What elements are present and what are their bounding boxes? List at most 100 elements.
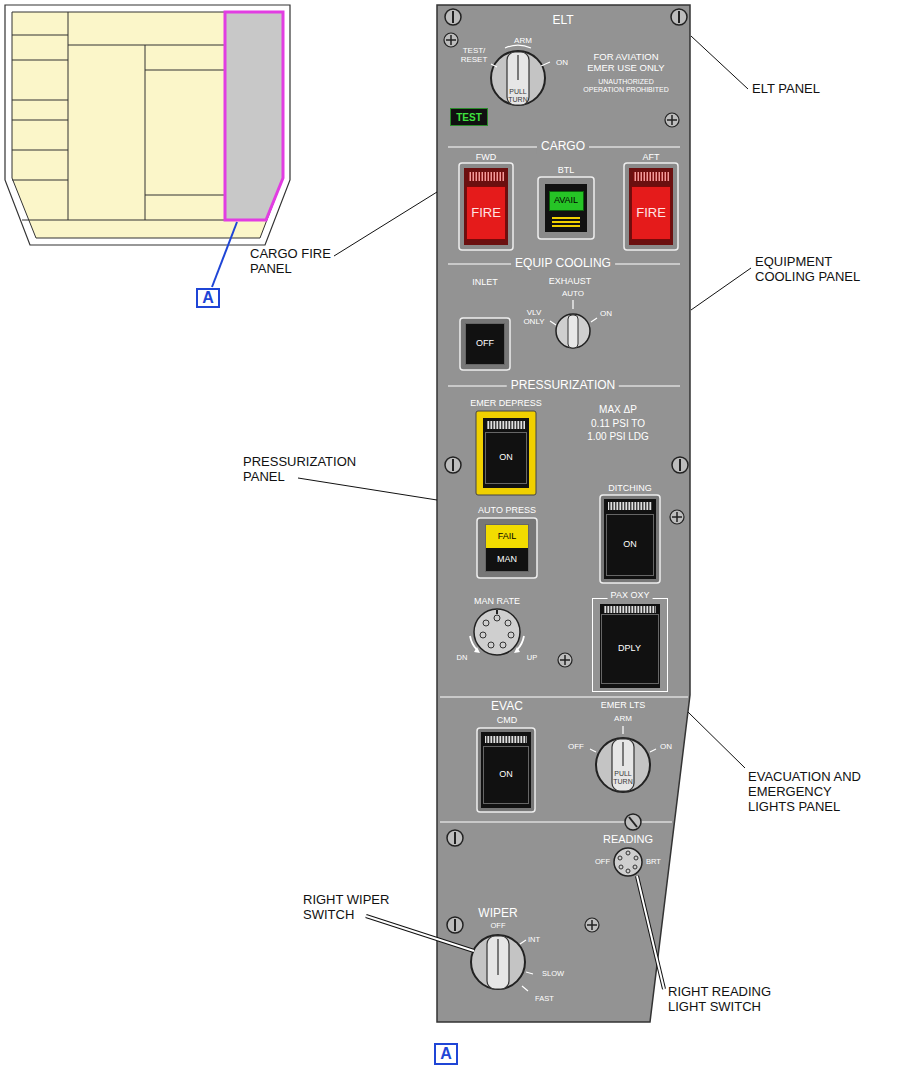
reading-knob	[626, 869, 630, 873]
locator-view	[12, 60, 68, 61]
inlet-switch	[460, 318, 510, 370]
man-rate-knob	[474, 647, 520, 653]
evac-guard	[485, 736, 527, 743]
switch-leader	[637, 876, 664, 989]
panel-label: FAST	[535, 995, 554, 1004]
slot-screw	[672, 457, 688, 473]
push-button: ON	[606, 514, 654, 576]
reading-knob	[614, 848, 642, 876]
leader-line	[688, 712, 745, 768]
overhead-panel	[440, 147, 688, 822]
slot-screw	[452, 11, 454, 23]
locator-view	[5, 5, 290, 245]
node-text: AVAIL	[554, 196, 578, 206]
panel-label: OFF	[568, 742, 584, 751]
locator-view	[22, 220, 225, 221]
slot-screw	[445, 457, 461, 473]
cross-screw	[585, 918, 599, 932]
panel-label: PRESSURIZATION	[507, 379, 619, 393]
push-button: OFF	[465, 323, 505, 365]
slot-screw	[454, 832, 456, 844]
slot-screw	[447, 917, 463, 933]
panel-label: EQUIP COOLING	[511, 257, 615, 271]
locator-view	[12, 120, 68, 121]
slot-screw	[447, 917, 463, 933]
locator-view	[12, 100, 68, 101]
node-text: A	[440, 1045, 452, 1063]
panel-label: CARGO	[537, 140, 589, 154]
panel-label: UNAUTHORIZED OPERATION PROHIBITED	[577, 78, 675, 94]
node-text: A	[202, 289, 214, 307]
locator-view	[225, 12, 283, 220]
exhaust-knob	[550, 300, 597, 325]
cross-screw	[665, 113, 679, 127]
switch-leader	[637, 876, 664, 989]
view-callout-box: A	[196, 288, 220, 308]
bottle-switch	[538, 177, 594, 239]
slot-screw	[678, 11, 680, 23]
panel-label: EVAC	[491, 700, 523, 714]
cross-screw	[667, 115, 677, 125]
slot-screw	[454, 919, 456, 931]
panel-label: EMER LTS	[601, 700, 645, 710]
panel-label: ARM	[614, 714, 632, 723]
panel-label: ON	[660, 742, 672, 751]
man-rate-knob	[500, 642, 506, 648]
emer-lights-knob	[596, 738, 650, 792]
push-button: ON	[483, 746, 529, 804]
emer-depress-guard	[487, 421, 525, 429]
bottle-switch	[552, 218, 580, 226]
push-button: DPLY	[601, 614, 659, 684]
panel-label: OFF	[595, 858, 610, 867]
switch-leader	[366, 916, 474, 951]
ditching-guard	[604, 499, 656, 579]
wiper-knob	[497, 939, 499, 975]
cross-screw	[670, 510, 684, 524]
node-text: PAX OXY	[608, 591, 653, 601]
elt-knob	[491, 45, 550, 67]
emer-depress-guard	[483, 418, 529, 488]
slot-screw	[445, 9, 688, 933]
reading-knob	[614, 848, 642, 876]
switch-leader	[366, 916, 474, 951]
cargo-fire-switch	[459, 163, 513, 250]
panel-label: ON	[556, 58, 568, 67]
view-callout-box: A	[434, 1043, 458, 1065]
leader-line	[691, 268, 751, 310]
node-text: ON	[499, 770, 513, 780]
wiper-knob	[471, 935, 533, 991]
node-text: ON	[623, 540, 637, 550]
man-rate-knob	[508, 632, 514, 638]
man-rate-knob	[480, 615, 514, 648]
man-rate-knob	[480, 632, 486, 638]
panel-label: EXHAUST	[549, 276, 592, 286]
locator-view	[145, 45, 146, 220]
locator-leader	[212, 222, 237, 287]
cross-screw	[558, 653, 572, 667]
evac-guard	[477, 728, 535, 812]
slot-screw	[447, 830, 463, 846]
panel-label: AFT	[643, 152, 660, 162]
overhead-panel	[437, 5, 690, 1022]
man-rate-knob	[505, 620, 511, 626]
elt-knob	[491, 51, 545, 105]
leader-line	[334, 192, 437, 256]
wiper-knob	[471, 935, 525, 989]
switch-group-box: PAX OXYDPLY	[592, 598, 668, 692]
emer-lights-knob	[622, 742, 624, 766]
slot-screw	[672, 457, 688, 473]
elt-knob	[507, 52, 529, 105]
panel-label: DITCHING	[608, 483, 652, 493]
emer-depress-guard	[476, 411, 536, 495]
panel-label: MAX ΔP	[599, 404, 637, 416]
panel-label: MAN RATE	[474, 596, 520, 606]
callout-label: RIGHT READING LIGHT SWITCH	[668, 985, 793, 1015]
slot-screw	[625, 814, 641, 830]
panel-label: CMD	[497, 715, 518, 725]
overhead-panel	[437, 5, 690, 1022]
panel-label: ELT	[552, 14, 573, 28]
elt-knob	[517, 55, 519, 80]
node-text: ON	[499, 453, 513, 463]
cargo-fire-switch	[468, 172, 504, 181]
panel-label: OFF	[491, 922, 506, 931]
